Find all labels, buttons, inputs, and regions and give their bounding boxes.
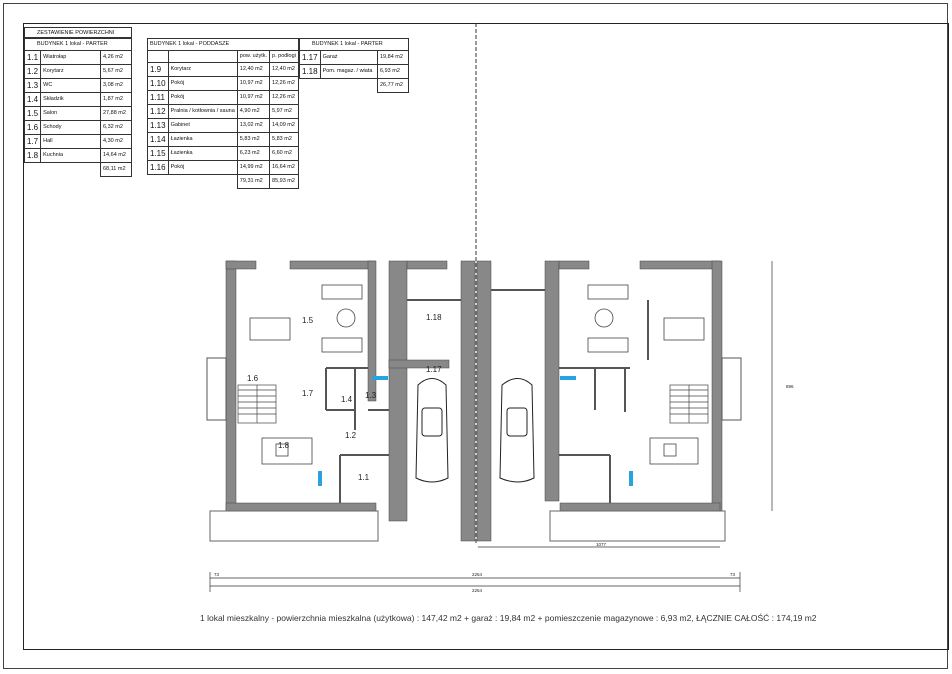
table-total-row: 26,77 m2 [300, 78, 409, 93]
room-label-1-2: 1.2 [345, 431, 357, 440]
room-label-1-18: 1.18 [426, 313, 442, 322]
left-balcony [206, 357, 227, 421]
dimension-unit-width: 1077 [596, 542, 607, 547]
garage-car-right [499, 378, 535, 483]
garage-car-left [415, 378, 449, 483]
dimension-margin-right: 73 [730, 572, 736, 577]
table-attic: BUDYNEK 1 lokal - PODDASZE pow. użytk. p… [147, 38, 299, 189]
dimension-inner-width: 2254 [472, 588, 483, 593]
right-furniture [587, 284, 705, 465]
left-unit-walls [225, 260, 476, 542]
cyan-fixtures [318, 376, 633, 486]
sheet-outer-border [3, 3, 948, 669]
dimension-total-width: 2254 [472, 572, 483, 577]
table-total-row: 68,11 m2 [25, 162, 132, 177]
left-furniture [249, 284, 363, 465]
room-label-1-8: 1.8 [278, 441, 290, 450]
room-label-1-4: 1.4 [341, 395, 353, 404]
right-balcony [721, 357, 742, 421]
area-summary-note: 1 lokal mieszkalny - powierzchnia mieszk… [200, 613, 817, 623]
right-staircase [669, 384, 709, 424]
left-staircase [237, 384, 277, 424]
room-label-1-3: 1.3 [365, 391, 377, 400]
right-unit-walls [476, 260, 723, 542]
room-label-1-6: 1.6 [247, 374, 259, 383]
room-label-1-1: 1.1 [358, 473, 370, 482]
left-terrace [209, 510, 379, 542]
dimension-depth: 896 [786, 384, 794, 389]
sheet-inner-border [23, 23, 949, 650]
room-label-1-17: 1.17 [426, 365, 442, 374]
right-terrace [549, 510, 726, 542]
dimension-lines [209, 261, 773, 592]
dimension-margin-left: 73 [214, 572, 220, 577]
room-label-1-7: 1.7 [302, 389, 314, 398]
right-interior-walls [491, 289, 649, 503]
schedule-title: ZESTAWIENIE POWIERZCHNI [24, 27, 132, 38]
left-interior-walls [325, 299, 461, 503]
room-label-1-5: 1.5 [302, 316, 314, 325]
